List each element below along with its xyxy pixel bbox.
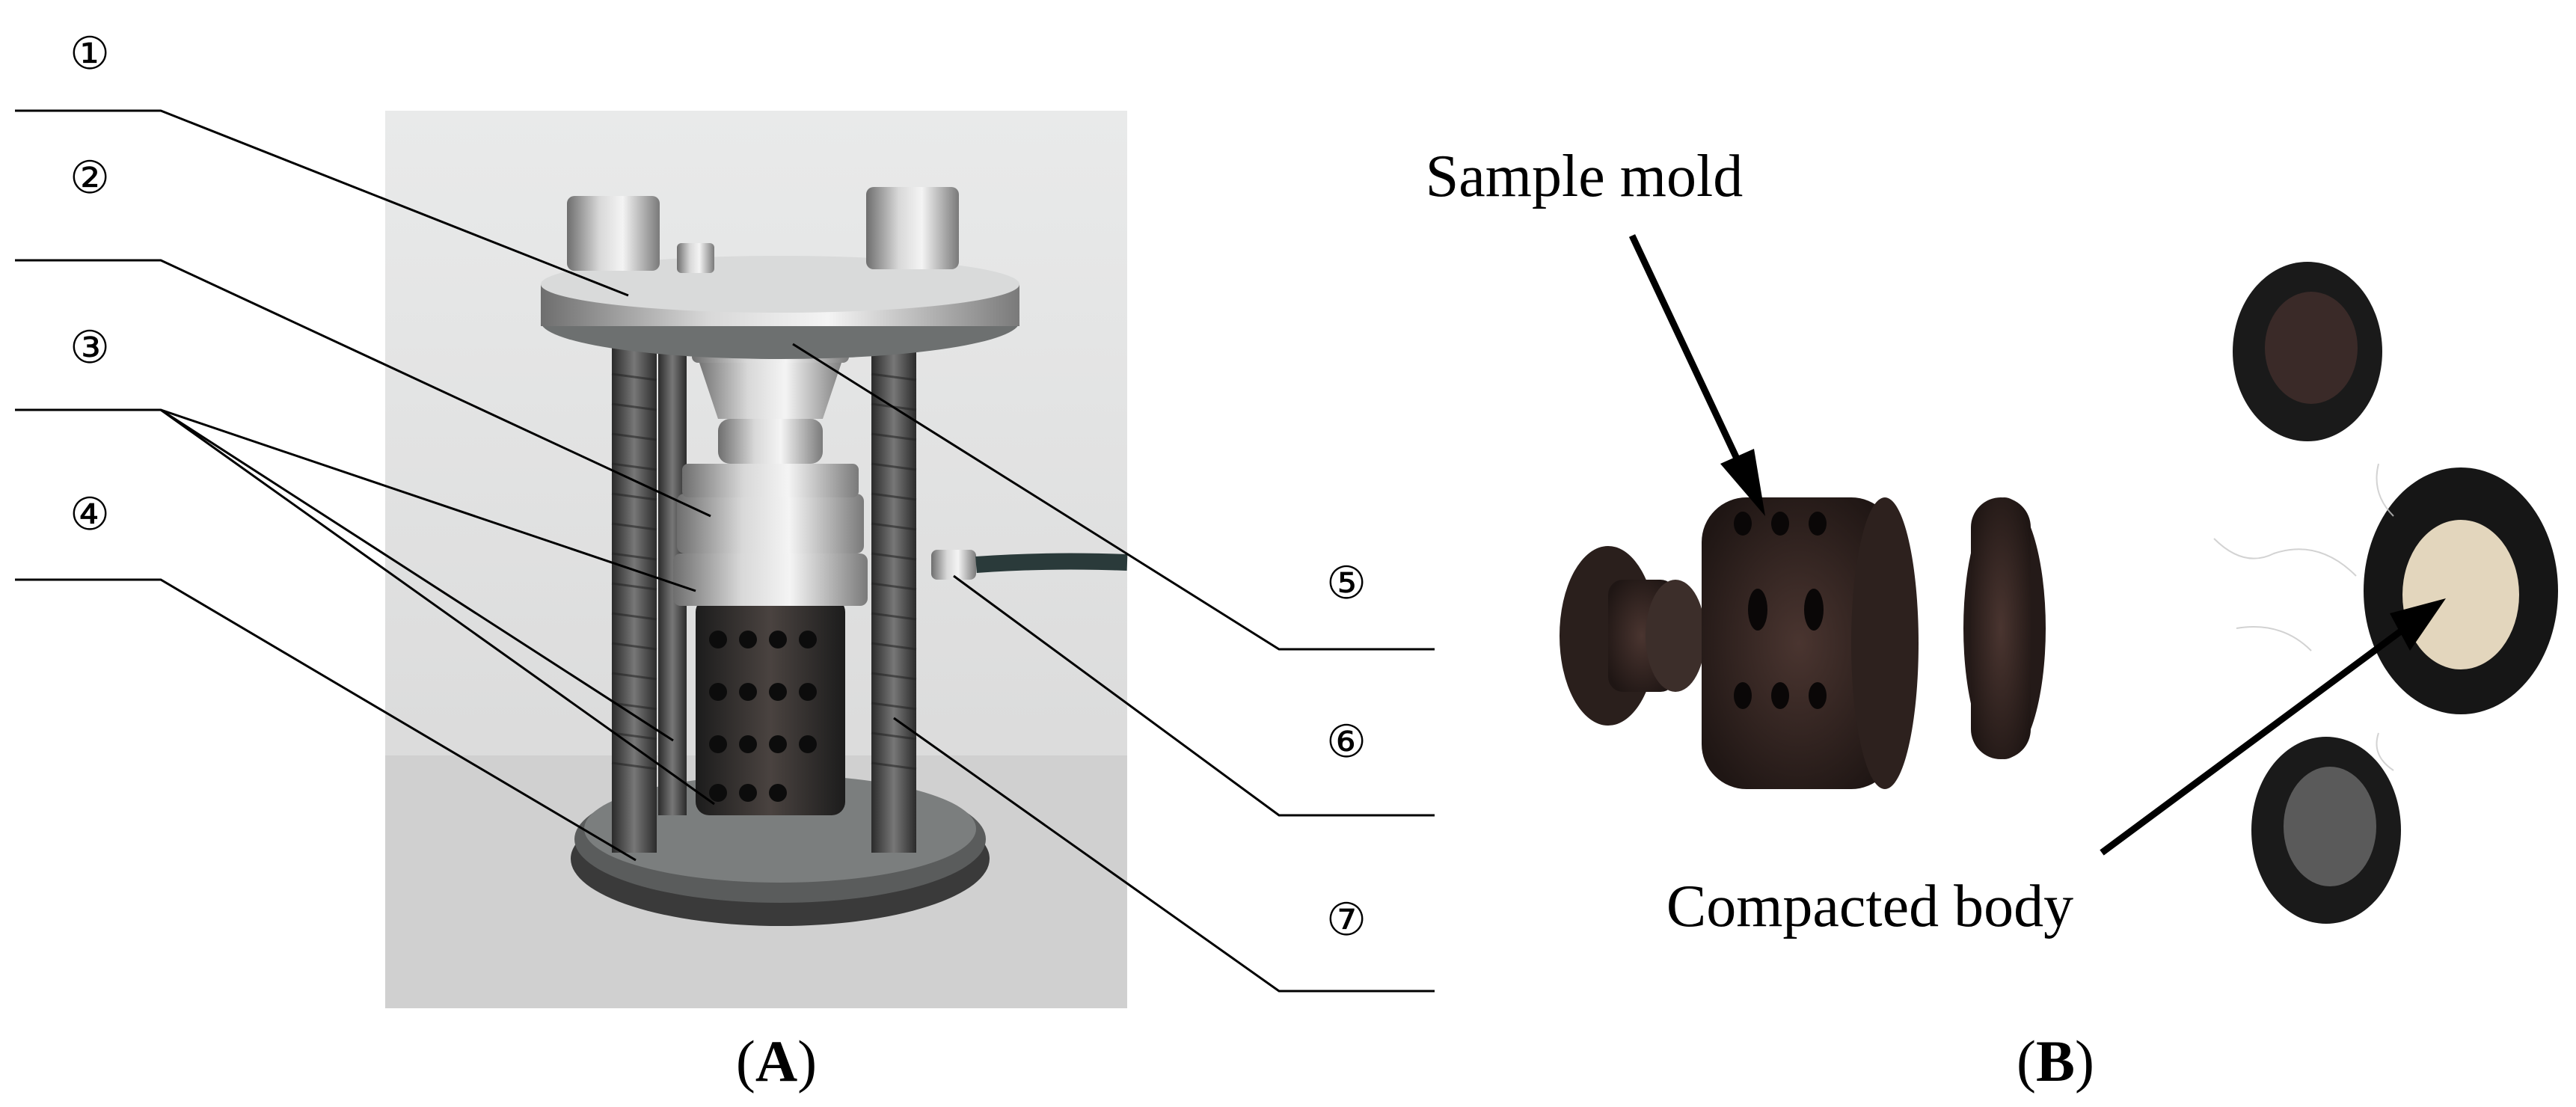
callout-7: ⑦: [1326, 895, 1367, 945]
callout-2: ②: [70, 153, 110, 203]
apparatus-photo: [385, 111, 1128, 1008]
panel-b-caption: (B): [2017, 1028, 2094, 1094]
sample-mold-label: Sample mold: [1426, 144, 1743, 209]
callout-1: ①: [70, 29, 110, 79]
panel-a: ① ② ③ ④ ⑤ ⑥ ⑦ (A): [15, 29, 1435, 1094]
panel-b: Sample mold Compacted body (B): [1426, 144, 2558, 1094]
callout-4: ④: [70, 490, 110, 539]
callout-leaders: [15, 109, 1435, 993]
callout-6: ⑥: [1326, 717, 1367, 767]
callout-3: ③: [70, 323, 110, 372]
compacted-body-label: Compacted body: [1666, 874, 2073, 939]
mold-photo: [1560, 262, 2558, 924]
callout-5: ⑤: [1326, 559, 1367, 608]
panel-a-caption: (A): [736, 1028, 817, 1094]
arrows: [1628, 234, 2446, 856]
